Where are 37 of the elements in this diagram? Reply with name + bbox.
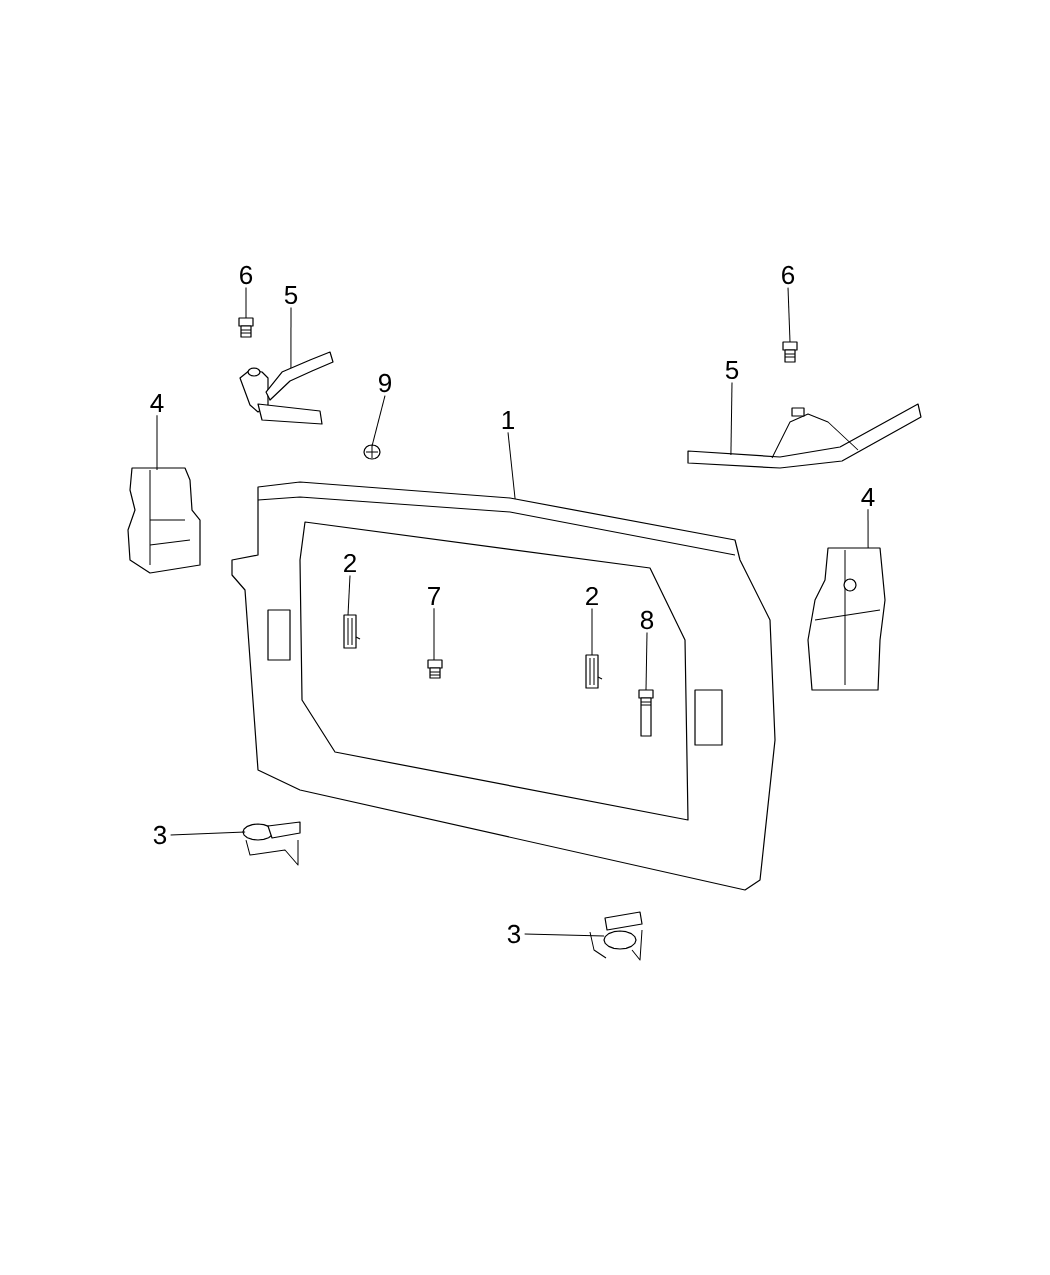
callout-number: 9 — [379, 373, 391, 393]
leader-line — [245, 287, 247, 319]
callout-number: 4 — [150, 394, 164, 412]
callout-number: 3 — [507, 924, 521, 944]
leader-line — [591, 608, 593, 656]
callout-number: 5 — [725, 360, 739, 380]
bracket-drawing — [807, 547, 886, 691]
callout-number: 1 — [502, 411, 514, 429]
callout-number: 4 — [861, 488, 875, 506]
frame-drawing — [231, 481, 776, 891]
clip-drawing — [343, 614, 361, 649]
callout-number: 5 — [284, 285, 298, 305]
leader-line — [867, 508, 869, 549]
bolt-drawing — [782, 341, 798, 363]
callout-number: 6 — [240, 265, 253, 285]
bracket-drawing — [239, 351, 334, 425]
leader-line — [507, 431, 516, 500]
bracket-drawing — [687, 403, 922, 469]
bracket-drawing — [242, 821, 301, 866]
leader-line — [524, 933, 605, 937]
clip-drawing — [363, 444, 381, 460]
leader-line — [156, 414, 158, 471]
leader-line — [290, 307, 292, 369]
callout-number: 6 — [782, 265, 795, 285]
callout-number: 3 — [153, 825, 167, 845]
leader-line — [433, 607, 435, 661]
leader-line — [645, 632, 648, 691]
leader-line — [170, 831, 246, 836]
bolt-drawing — [638, 689, 654, 737]
bolt-drawing — [238, 317, 254, 338]
leader-line — [787, 287, 791, 343]
leader-line — [347, 575, 351, 616]
bracket-drawing — [127, 467, 201, 574]
leader-line — [371, 395, 386, 447]
leader-line — [730, 381, 733, 456]
clip-drawing — [585, 654, 603, 689]
bracket-drawing — [589, 911, 643, 961]
